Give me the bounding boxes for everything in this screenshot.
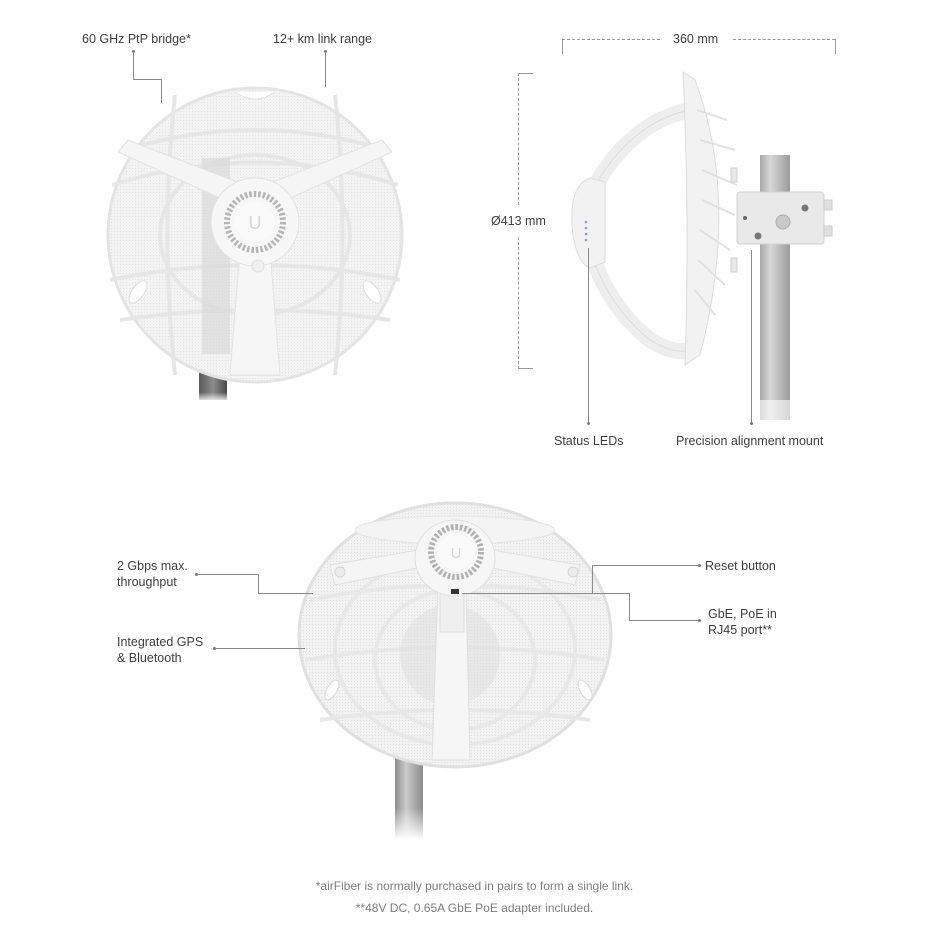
mount-label: Precision alignment mount [676,434,824,448]
gps-callout-line [215,648,305,649]
port-callout-dot [698,619,701,622]
mount-callout-line [751,250,752,423]
range-callout-line [325,51,326,87]
status-leds-label: Status LEDs [554,434,624,448]
throughput-callout-line-h2 [258,593,313,594]
bridge-callout-line-v2 [161,79,162,103]
bridge-callout-line-h [133,79,162,80]
reset-callout-line [592,565,699,566]
width-dim-tick-left [562,39,563,54]
diameter-dim-tick-bottom [518,368,533,369]
reset-button-label: Reset button [705,559,776,573]
throughput-callout-line-v [258,574,259,594]
port-callout-line [462,593,630,594]
width-dim-line-right [733,39,835,40]
diameter-dim-tick-top [518,73,533,74]
gps-label-line1: Integrated GPS [117,635,204,649]
port-label-line2: RJ45 port** [708,623,772,637]
diameter-dim-line-top [518,73,519,205]
port-callout-line-h2 [629,620,699,621]
throughput-callout-dot [195,573,198,576]
diameter-dim-line-bottom [518,237,519,369]
throughput-label-line1: 2 Gbps max. [117,559,188,573]
svg-text:U: U [451,545,462,562]
leds-callout-dot [587,422,590,425]
gps-callout-dot [213,647,216,650]
throughput-label-line2: throughput [117,575,177,589]
mount-callout-dot [750,422,753,425]
diameter-dimension: Ø413 mm [491,214,546,228]
svg-text:U: U [249,213,262,233]
leds-callout-line [588,248,589,423]
width-dim-line-left [562,39,660,40]
bridge-label: 60 GHz PtP bridge* [82,32,191,46]
bridge-callout-line [133,51,134,79]
throughput-callout-line [197,574,259,575]
reset-callout-line-v [592,565,593,593]
port-label-line1: GbE, PoE in [708,607,777,621]
footnote-adapter: **48V DC, 0.65A GbE PoE adapter included… [355,901,594,915]
width-dimension: 360 mm [673,32,719,46]
port-callout-line-v [629,593,630,621]
reset-callout-dot [698,564,701,567]
range-label: 12+ km link range [273,32,373,46]
width-dim-tick-right [835,39,836,54]
footnote-pairs: *airFiber is normally purchased in pairs… [315,879,634,893]
gps-label-line2: & Bluetooth [117,651,182,665]
